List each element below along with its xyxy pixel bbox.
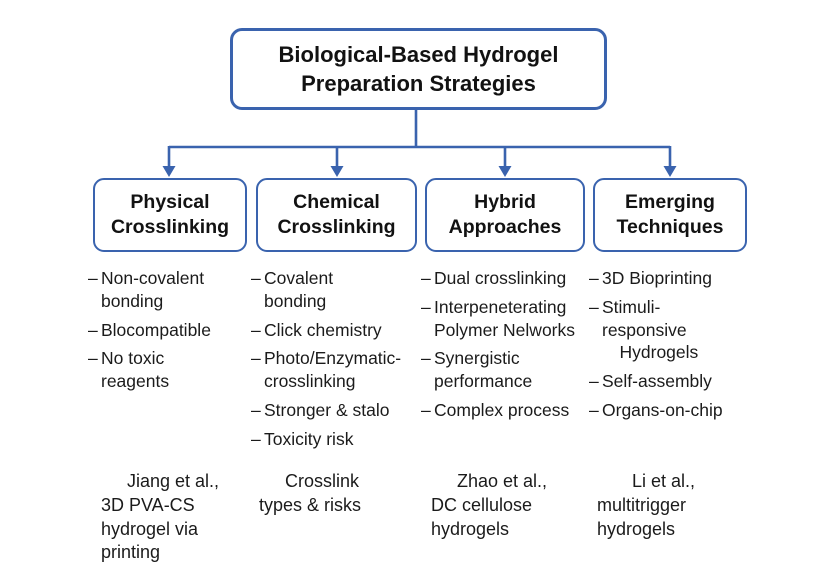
bullet-list-chemical: – Covalent bonding – Click chemistry – P… (251, 267, 424, 456)
citation-hybrid: Zhao et al., DC cellulose hydrogels (431, 471, 548, 539)
category-box-chemical-crosslinking: Chemical Crosslinking (256, 178, 417, 252)
dash-marker: – (251, 428, 261, 449)
citation-physical: Jiang et al., 3D PVA-CS hydrogel via pri… (101, 471, 220, 563)
citation-chemical: Crosslink types & risks (259, 471, 362, 515)
bullet-item: – Stronger & stalo (251, 399, 424, 422)
bullet-list-hybrid: – Dual crosslinking – Interpeneterating … (421, 267, 593, 428)
bullet-item: – No toxic reagents (88, 347, 256, 393)
bullet-text: Non-covalent bonding (101, 268, 205, 311)
bullet-item: – Self-assembly (589, 370, 767, 393)
bullet-text: Dual crosslinking (434, 268, 567, 288)
dash-marker: – (421, 268, 431, 288)
bullet-item: – 3D Bioprinting (589, 267, 767, 290)
title-box: Biological-Based Hydrogel Preparation St… (230, 28, 607, 110)
bullet-text: No toxic reagents (101, 348, 170, 391)
bullet-item: – Dual crosslinking (421, 267, 593, 290)
bullet-text: Stimuli- responsive Hydrogels (602, 296, 699, 363)
dash-marker: – (589, 399, 599, 420)
bullet-item: – Non-covalent bonding (88, 267, 256, 313)
dash-marker: – (251, 348, 261, 369)
dash-marker: – (589, 371, 599, 391)
dash-marker: – (589, 296, 599, 317)
bullet-text: Synergistic performance (434, 348, 533, 391)
bullet-item: – Blocompatible (88, 319, 256, 342)
bullet-text: Organs-on-chip (602, 399, 723, 420)
bullet-text: Toxicity risk (264, 428, 354, 449)
category-heading: Chemical Crosslinking (277, 190, 396, 238)
bullet-item: – Synergistic performance (421, 347, 593, 393)
bullet-list-physical: – Non-covalent bonding – Blocompatible –… (88, 267, 256, 399)
bullet-item: – Stimuli- responsive Hydrogels (589, 296, 767, 364)
dash-marker: – (88, 268, 98, 288)
bullet-item: – Interpeneterating Polymer Nelworks (421, 296, 593, 342)
bullet-item: – Photo/Enzymatic- crosslinking (251, 347, 424, 393)
dash-marker: – (88, 348, 98, 369)
category-heading: Physical Crosslinking (110, 190, 230, 238)
category-heading: Emerging Techniques (616, 190, 724, 238)
category-heading: Hybrid Approaches (448, 190, 562, 238)
bullet-item: – Covalent bonding (251, 267, 424, 313)
bullet-text: Interpeneterating Polymer Nelworks (434, 296, 575, 340)
diagram-title: Biological-Based Hydrogel Preparation St… (278, 41, 559, 96)
bullet-text: Complex process (434, 399, 570, 420)
bullet-text: Blocompatible (101, 319, 211, 340)
bullet-text: Self-assembly (602, 371, 712, 391)
citation-emerging: Li et al., multitrigger hydrogels (597, 471, 696, 539)
dash-marker: – (251, 319, 261, 340)
bullet-item: – Toxicity risk (251, 428, 424, 451)
dash-marker: – (421, 296, 431, 317)
bullet-text: Stronger & stalo (264, 399, 390, 420)
bullet-list-emerging: – 3D Bioprinting – Stimuli- responsive H… (589, 267, 767, 428)
bullet-item: – Click chemistry (251, 319, 424, 342)
bullet-text: 3D Bioprinting (602, 268, 712, 288)
bullet-text: Covalent bonding (264, 268, 334, 311)
dash-marker: – (589, 268, 599, 288)
category-box-emerging-techniques: Emerging Techniques (593, 178, 747, 252)
category-box-hybrid-approaches: Hybrid Approaches (425, 178, 585, 252)
bullet-item: – Organs-on-chip (589, 399, 767, 422)
dash-marker: – (421, 348, 431, 369)
bullet-text: Click chemistry (264, 319, 382, 340)
bullet-text: Photo/Enzymatic- crosslinking (264, 348, 402, 391)
dash-marker: – (251, 399, 261, 420)
category-box-physical-crosslinking: Physical Crosslinking (93, 178, 247, 252)
dash-marker: – (251, 268, 261, 288)
dash-marker: – (421, 399, 431, 420)
bullet-item: – Complex process (421, 399, 593, 422)
dash-marker: – (88, 319, 98, 340)
